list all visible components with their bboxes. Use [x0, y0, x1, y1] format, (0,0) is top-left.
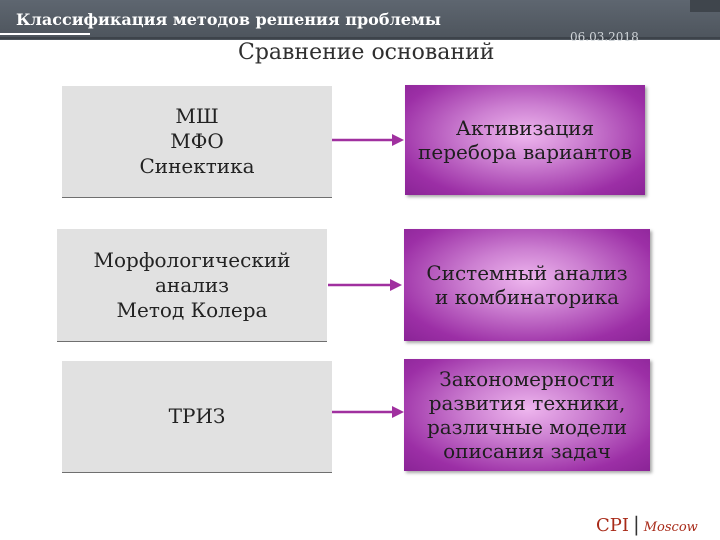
footer-logo: CPI|Moscow [596, 512, 698, 536]
right-box-2-text: Системный анализ и комбинаторика [426, 261, 628, 309]
right-box-1: Активизация перебора вариантов [405, 85, 645, 195]
right-box-2: Системный анализ и комбинаторика [404, 229, 650, 341]
header-title: Классификация методов решения проблемы [16, 10, 441, 29]
arrow-2 [328, 279, 402, 291]
right-box-3: Закономерности развития техники, различн… [404, 359, 650, 471]
left-box-2-text: Морфологический анализ Метод Колера [93, 247, 291, 322]
left-box-2: Морфологический анализ Метод Колера [57, 229, 327, 342]
header-rule-left [0, 33, 90, 35]
arrow-1 [332, 134, 404, 146]
right-box-1-text: Активизация перебора вариантов [418, 116, 632, 164]
logo-separator: | [633, 512, 640, 536]
slide-subtitle: Сравнение оснований [238, 40, 498, 72]
left-box-3: ТРИЗ [62, 361, 332, 473]
logo-city: Moscow [643, 520, 698, 535]
header-bar: Классификация методов решения проблемы [0, 0, 720, 40]
left-box-1: МШ МФО Синектика [62, 86, 332, 198]
arrow-3 [332, 406, 404, 418]
left-box-3-text: ТРИЗ [168, 404, 226, 428]
header-divider [0, 37, 720, 39]
header-tab-decoration [690, 0, 720, 12]
right-box-3-text: Закономерности развития техники, различн… [426, 367, 628, 463]
slide-date: 06.03.2018 [570, 30, 639, 44]
logo-brand: CPI [596, 515, 629, 536]
left-box-1-text: МШ МФО Синектика [139, 104, 255, 178]
header-rule-right [580, 40, 670, 42]
header-rule-tail [690, 44, 720, 46]
